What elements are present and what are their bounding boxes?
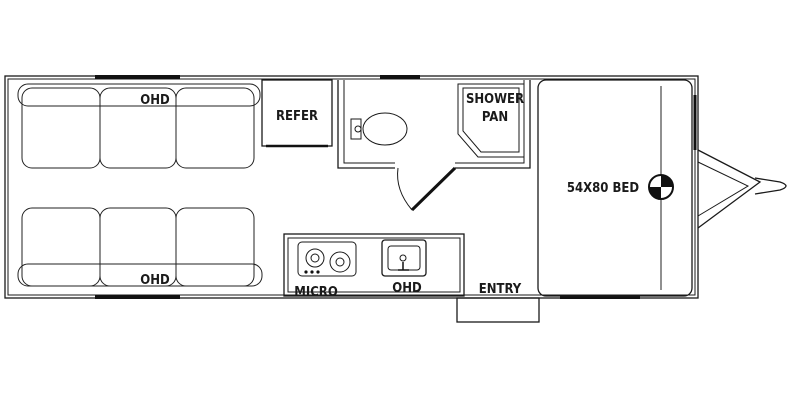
trailer-tongue xyxy=(697,149,787,229)
sofa-bottom-left xyxy=(17,207,263,287)
ohd-bottom-left-label: OHD xyxy=(140,273,170,288)
refrigerator xyxy=(261,79,333,148)
shower-label-line1: SHOWER xyxy=(466,92,524,107)
ohd-top-label: OHD xyxy=(140,93,170,108)
sofa-top-left xyxy=(17,83,261,169)
entry-step xyxy=(456,297,540,323)
ohd-bottom-mid-label: OHD xyxy=(392,281,422,296)
entry-label: ENTRY xyxy=(479,282,522,297)
shower-label-line2: PAN xyxy=(482,110,508,125)
refer-label: REFER xyxy=(276,109,318,124)
micro-label: MICRO xyxy=(294,285,338,300)
bathroom xyxy=(337,80,531,212)
kitchen-counter xyxy=(283,233,465,297)
bed xyxy=(537,79,693,297)
bed-label: 54X80 BED xyxy=(567,181,640,196)
exterior-walls xyxy=(4,75,699,299)
